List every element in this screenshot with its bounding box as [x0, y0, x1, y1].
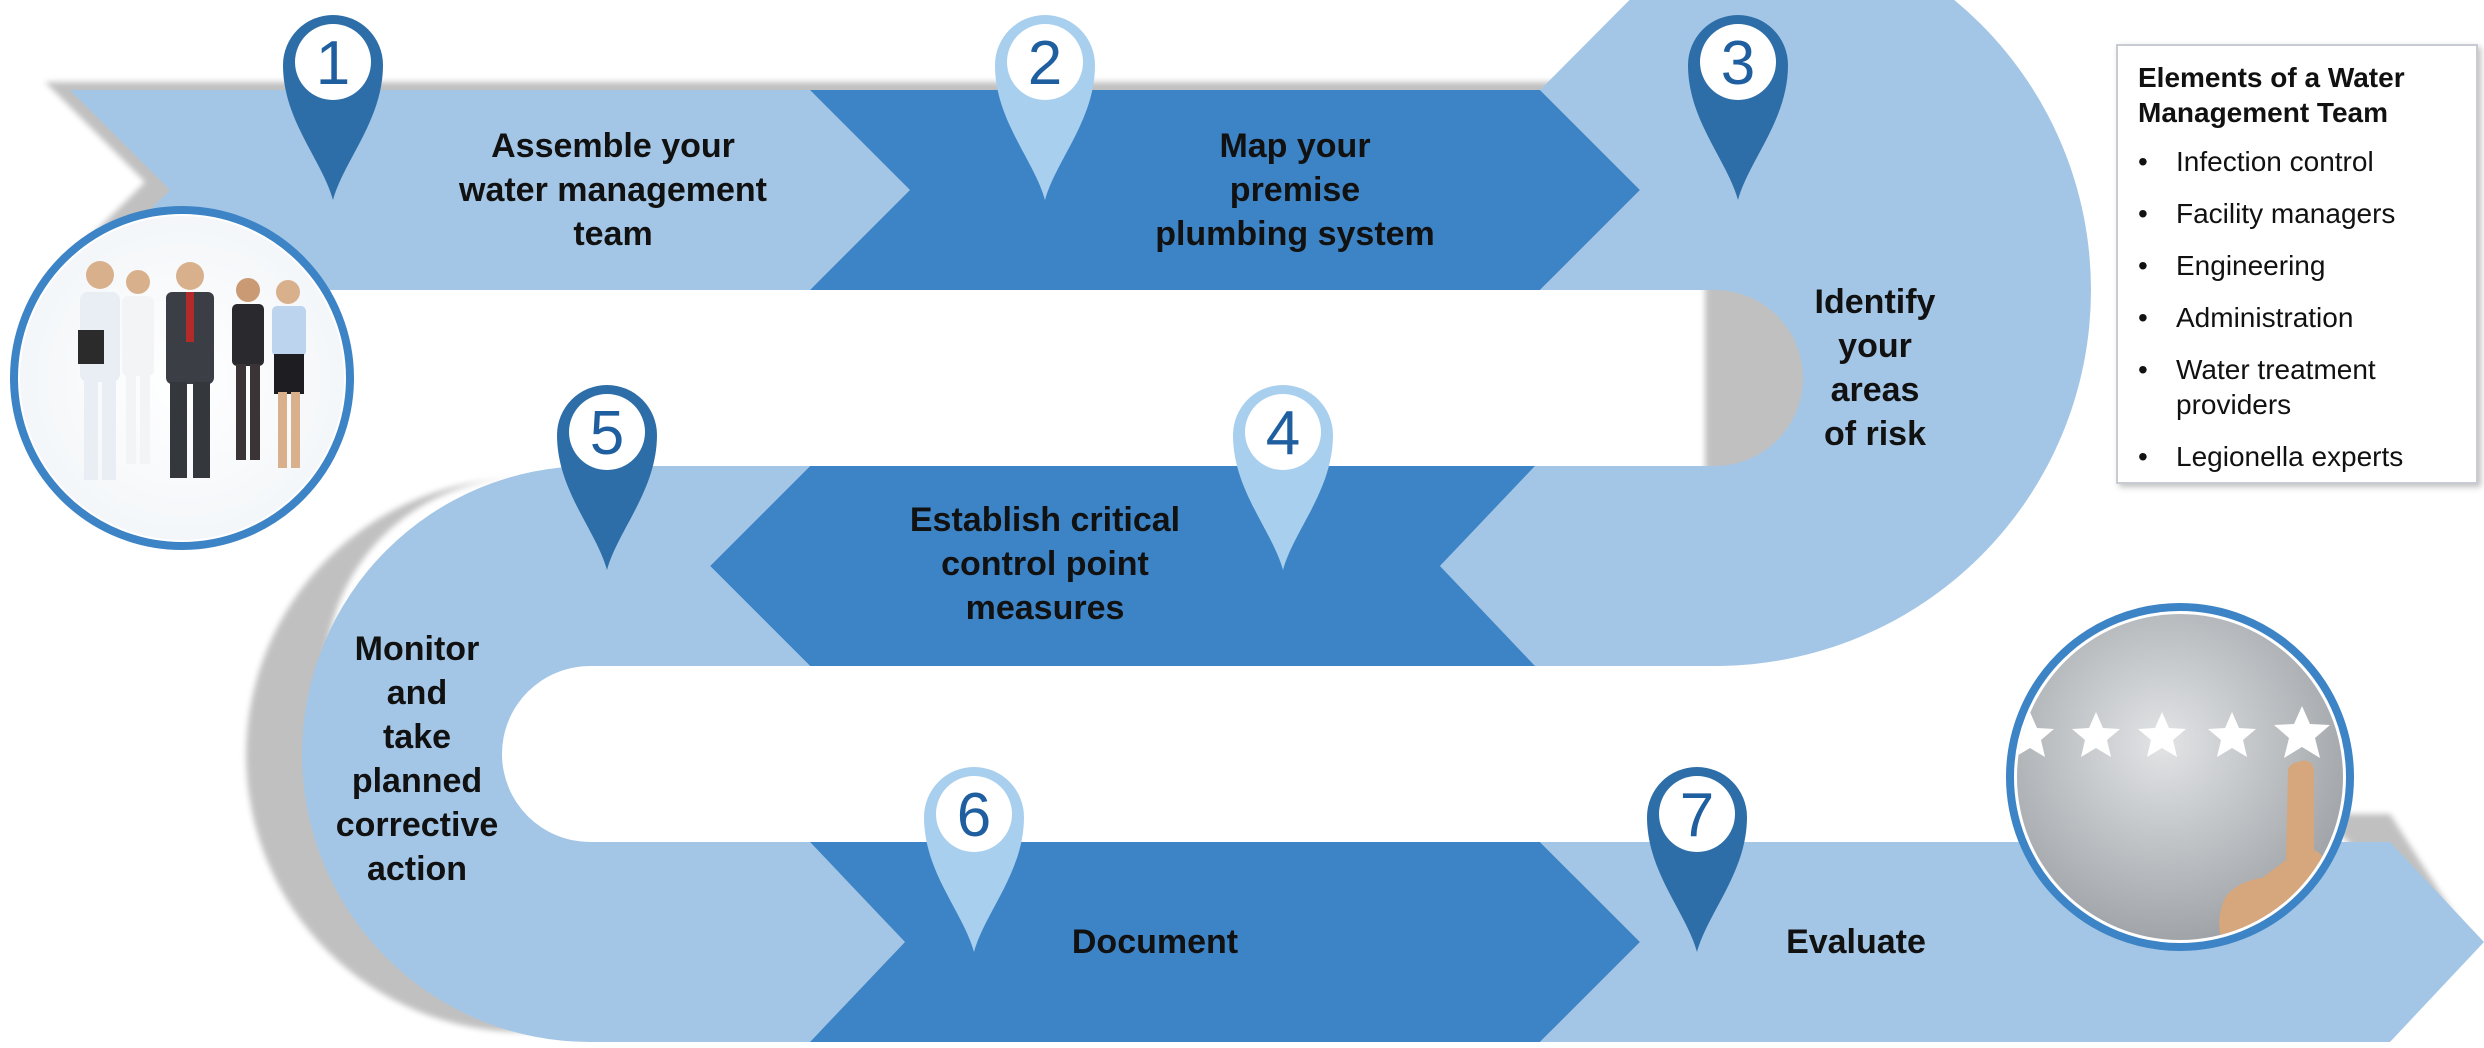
legend-item: • Water treatment providers [2138, 352, 2456, 422]
legend-item-text: Engineering [2176, 250, 2326, 281]
pin-step-7-number: 7 [1680, 781, 1714, 850]
legend-item-text: Infection control [2176, 146, 2374, 177]
team-elements-legend: Elements of a Water Management Team • In… [2116, 44, 2478, 484]
legend-item-text: providers [2176, 389, 2292, 420]
legend-title-line: Management Team [2138, 97, 2388, 128]
pin-step-6: 6 [924, 767, 1024, 952]
ribbon-segment-step-6 [810, 842, 1640, 1042]
step-4-label-line: control point [941, 545, 1149, 583]
step-2-label-line: premise [1229, 171, 1361, 209]
pin-step-4-number: 4 [1266, 399, 1300, 468]
step-3-label-line: Identify [1814, 283, 1936, 321]
step-4-label: Establish critical control point measure… [860, 498, 1230, 630]
step-1-label-line: team [573, 215, 653, 253]
step-4-label-line: Establish critical [909, 501, 1181, 539]
pin-step-2-number: 2 [1028, 29, 1062, 98]
legend-title-line: Elements of a Water [2138, 62, 2405, 93]
pin-step-3-number: 3 [1721, 29, 1755, 98]
legend-item-text: Water treatment [2176, 354, 2376, 385]
step-7-label-line: Evaluate [1786, 923, 1926, 961]
pin-step-6-number: 6 [957, 781, 991, 850]
legend-item-text: Facility managers [2176, 198, 2396, 229]
step-3-label-line: areas [1830, 371, 1920, 409]
step-1-label-line: Assemble your [491, 127, 735, 165]
step-6-label-line: Document [1071, 923, 1239, 961]
legend-item: • Administration [2138, 300, 2456, 335]
step-4-label-line: measures [965, 589, 1125, 627]
legend-item-text: Legionella experts [2176, 441, 2404, 472]
bullet-icon: • [2138, 302, 2148, 333]
step-1-label: Assemble your water management team [420, 124, 806, 256]
step-3-label: Identify your areas of risk [1780, 280, 1970, 456]
step-2-label-line: Map your [1219, 127, 1371, 165]
step-7-label: Evaluate [1740, 920, 1972, 964]
legend-item: • Engineering [2138, 248, 2456, 283]
bullet-icon: • [2138, 198, 2148, 229]
legend-item: • Infection control [2138, 144, 2456, 179]
legend-list: • Infection control • Facility managers … [2138, 144, 2456, 474]
step-1-label-line: water management [459, 171, 767, 209]
step-5-label: Monitor and take planned corrective acti… [312, 627, 522, 891]
pin-step-4: 4 [1233, 385, 1333, 570]
bullet-icon: • [2138, 441, 2148, 472]
step-6-label: Document [1030, 920, 1280, 964]
step-5-label-line: take [382, 718, 452, 756]
pin-step-2: 2 [995, 15, 1095, 200]
step-2-label: Map your premise plumbing system [1110, 124, 1480, 256]
bullet-icon: • [2138, 250, 2148, 281]
pin-step-1-number: 1 [316, 29, 350, 98]
legend-item: • Facility managers [2138, 196, 2456, 231]
step-5-label-line: and [386, 674, 448, 712]
step-3-label-line: your [1838, 327, 1912, 365]
bullet-icon: • [2138, 354, 2148, 385]
pin-step-3: 3 [1688, 15, 1788, 200]
pin-step-5-number: 5 [590, 399, 624, 468]
legend-item: • Legionella experts [2138, 439, 2456, 474]
bullet-icon: • [2138, 146, 2148, 177]
legend-item-text: Administration [2176, 302, 2354, 333]
step-5-label-line: Monitor [354, 630, 480, 668]
legend-title: Elements of a Water Management Team [2138, 60, 2456, 130]
ribbon-curve-right [1440, 90, 2003, 666]
ribbon-curve-left [302, 466, 905, 1042]
pin-step-7: 7 [1647, 767, 1747, 952]
team-photo [10, 206, 354, 550]
step-3-label-line: of risk [1823, 415, 1927, 453]
pin-step-5: 5 [557, 385, 657, 570]
step-5-label-line: corrective [335, 806, 499, 844]
step-2-label-line: plumbing system [1155, 215, 1435, 253]
step-5-label-line: action [366, 850, 468, 888]
step-5-label-line: planned [351, 762, 483, 800]
ribbon-segment-step-4 [710, 466, 1535, 666]
pin-step-1: 1 [283, 15, 383, 200]
